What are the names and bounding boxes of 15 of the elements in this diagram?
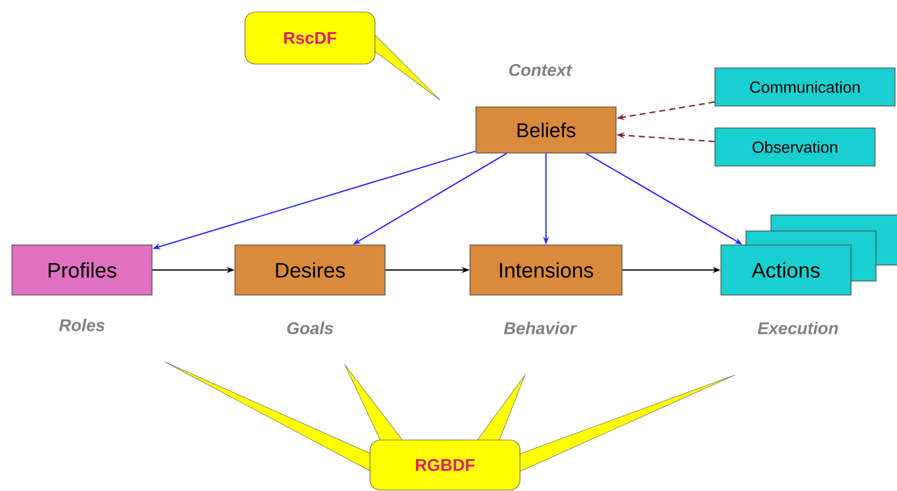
process-box: Desires [234, 244, 386, 296]
role-label: Roles [59, 318, 105, 332]
role-label: Behavior [504, 322, 578, 334]
role-label: Execution [758, 322, 838, 334]
speech-bubble: RscDF [244, 12, 440, 100]
process-box: Observation [714, 128, 876, 166]
node-label: Actions [752, 262, 820, 278]
process-box: Communication [714, 68, 896, 106]
speech-bubble: RGBDF [164, 362, 736, 490]
role-label: Goals [287, 322, 334, 334]
process-box: Beliefs [476, 106, 616, 154]
process-box: Intensions [470, 244, 622, 296]
role-label: Context [509, 64, 572, 76]
process-box: Profiles [12, 244, 152, 296]
stacked-box: Actions [720, 214, 897, 296]
